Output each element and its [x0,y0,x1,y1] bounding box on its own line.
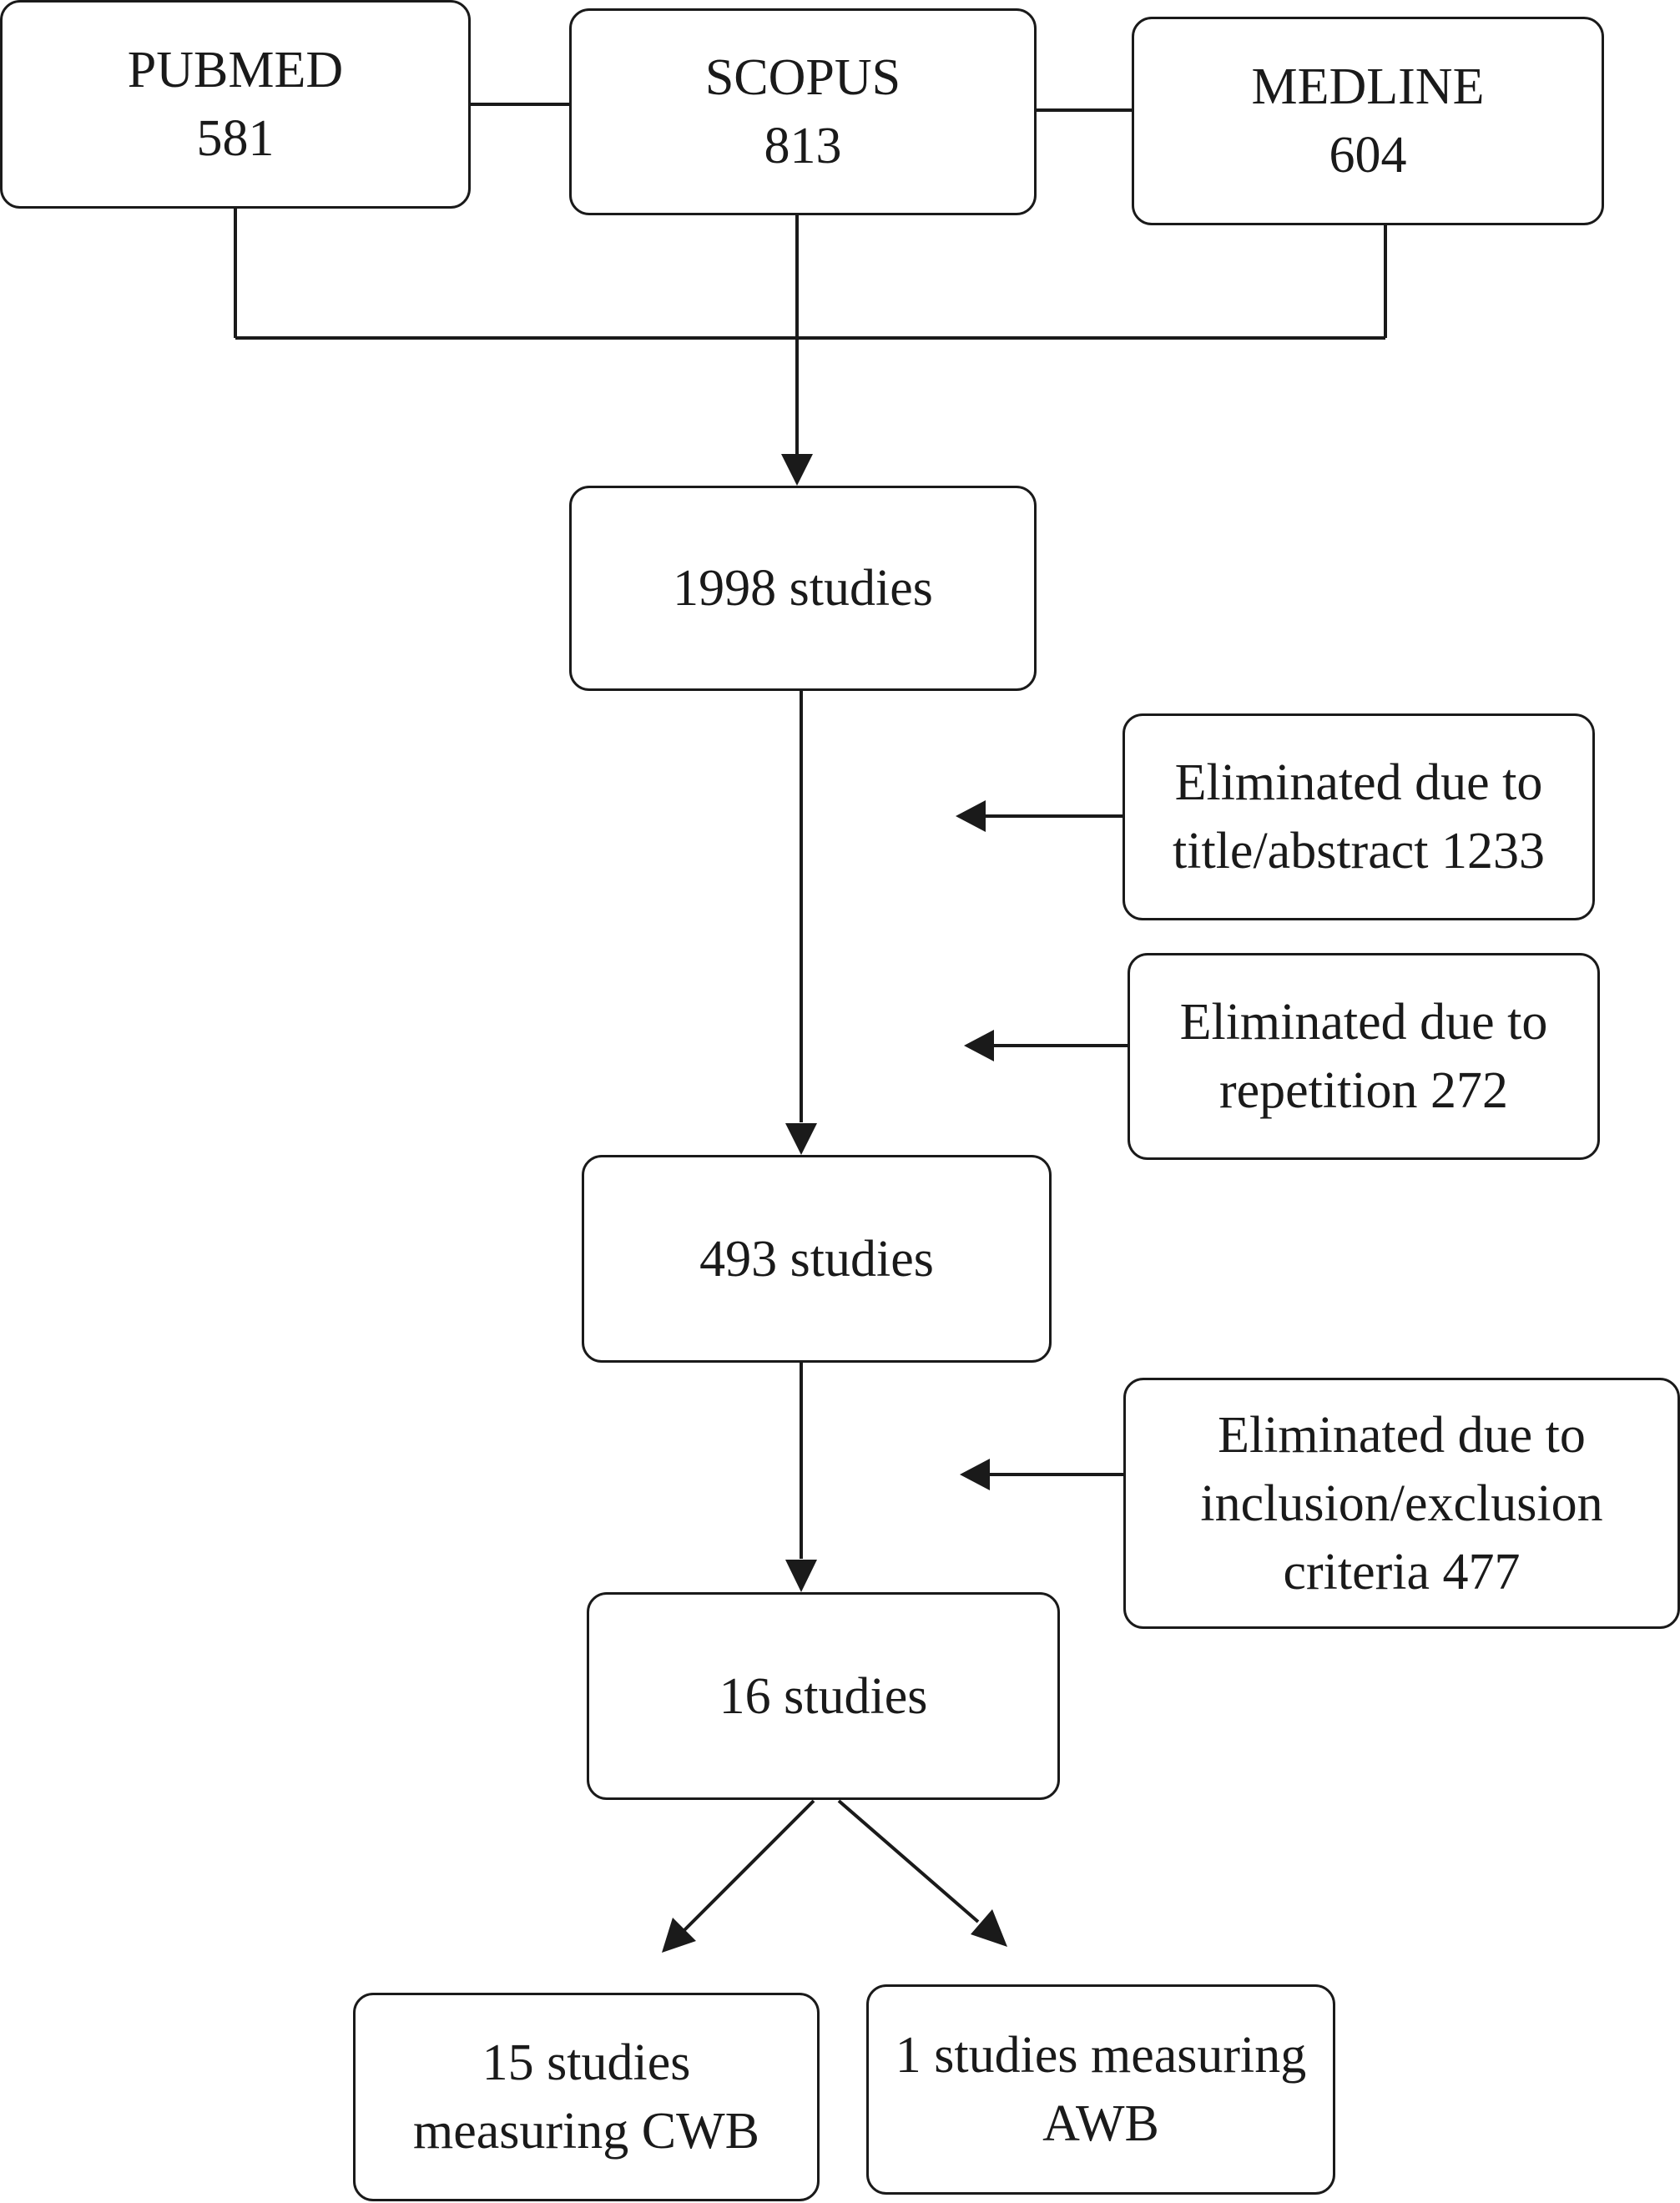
exclusion-text-line: repetition 272 [1218,1062,1509,1119]
exclusion-box-title-abstract: Eliminated due to title/abstract 1233 [1123,713,1595,920]
exclusion-text-line: title/abstract 1233 [1173,823,1545,880]
exclusion-box-criteria: Eliminated due to inclusion/exclusion cr… [1123,1378,1680,1629]
outcome-text-line: 1 studies measuring [895,2027,1307,2084]
split-right-line [837,1799,980,1923]
exclusion-text-line: Eliminated due to [1174,754,1543,811]
arrowhead-elim-rep [964,1030,994,1061]
stage-box-included: 16 studies [587,1592,1060,1800]
outcome-text-line: 15 studies [482,2034,691,2091]
stage-label: 493 studies [699,1230,934,1288]
source-box-scopus: SCOPUS 813 [569,8,1037,215]
source-box-pubmed: PUBMED 581 [0,0,471,209]
stage-box-identified: 1998 studies [569,486,1037,691]
arrowhead-to-493 [785,1123,817,1155]
source-count: 604 [1329,127,1407,184]
exclusion-text-line: Eliminated due to [1218,1406,1586,1464]
outcome-text-line: measuring CWB [413,2103,759,2160]
exclusion-text-line: inclusion/exclusion [1200,1475,1603,1532]
outcome-box-awb: 1 studies measuring AWB [866,1984,1335,2195]
arrowhead-to-awb [971,1909,1007,1947]
stage-label: 16 studies [719,1667,928,1725]
source-name: SCOPUS [704,49,901,106]
arrowhead-elim-incl [960,1459,990,1490]
stage-label: 1998 studies [673,560,933,617]
source-name: PUBMED [127,42,344,98]
outcome-box-cwb: 15 studies measuring CWB [353,1993,820,2201]
source-box-medline: MEDLINE 604 [1132,17,1604,225]
exclusion-box-repetition: Eliminated due to repetition 272 [1128,953,1600,1160]
source-count: 813 [764,118,842,174]
arrowhead-to-16 [785,1560,817,1592]
source-name: MEDLINE [1251,58,1485,115]
stage-box-after-screening: 493 studies [582,1155,1052,1363]
exclusion-text-line: criteria 477 [1283,1543,1521,1601]
arrowhead-to-cwb [662,1918,696,1953]
arrowhead-elim-title [956,800,986,832]
exclusion-text-line: Eliminated due to [1179,994,1548,1051]
split-left-line [683,1799,815,1932]
source-count: 581 [196,110,275,167]
outcome-text-line: AWB [1042,2095,1159,2152]
arrowhead-to-1998 [781,454,813,486]
